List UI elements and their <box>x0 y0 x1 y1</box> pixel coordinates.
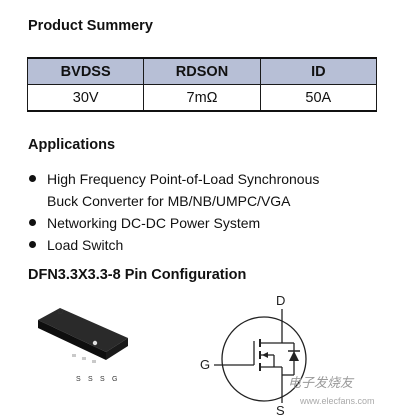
list-item-text: High Frequency Point-of-Load Synchronous <box>47 171 320 187</box>
package-front-face <box>38 320 106 360</box>
gate-label: G <box>200 357 210 372</box>
package-pin-label: S <box>76 376 81 383</box>
watermark-site: www.elecfans.com <box>300 396 375 406</box>
list-item-text: Load Switch <box>47 237 124 253</box>
product-summary-heading: Product Summery <box>28 18 153 34</box>
applications-heading: Applications <box>28 137 116 153</box>
pin-pad <box>92 360 96 363</box>
package-pin-label: G <box>112 376 117 383</box>
header-bvdss: BVDSS <box>26 57 145 85</box>
bullet-icon <box>29 175 36 182</box>
list-item: Load Switch <box>28 234 388 256</box>
bullet-icon <box>29 219 36 226</box>
header-rdson: RDSON <box>143 57 261 85</box>
package-pin-label: S <box>100 376 105 383</box>
bullet-icon <box>29 241 36 248</box>
summary-value-row: 30V 7mΩ 50A <box>26 84 378 112</box>
value-rdson: 7mΩ <box>143 84 261 112</box>
pin-config-heading: DFN3.3X3.3-8 Pin Configuration <box>28 267 247 283</box>
package-top-label: D <box>58 309 63 316</box>
product-summary-table: BVDSS RDSON ID 30V 7mΩ 50A <box>26 57 378 112</box>
symbol-circle <box>221 316 307 402</box>
source-label: S <box>276 403 285 417</box>
applications-list: High Frequency Point-of-Load Synchronous… <box>28 168 388 256</box>
drain-label: D <box>276 293 285 308</box>
list-item-text: Networking DC-DC Power System <box>47 215 261 231</box>
body-arrow-icon <box>262 352 268 358</box>
pin1-marker-icon <box>92 340 98 346</box>
diode-triangle-icon <box>289 351 299 361</box>
package-pin-label: S <box>88 376 93 383</box>
header-id: ID <box>259 57 378 85</box>
list-item: High Frequency Point-of-Load Synchronous… <box>28 168 388 212</box>
list-item-text-continued: Buck Converter for MB/NB/UMPC/VGA <box>47 193 291 209</box>
value-bvdss: 30V <box>26 84 145 112</box>
pin-pad <box>82 357 86 360</box>
watermark-text: 电子发烧友 <box>288 375 354 390</box>
summary-header-row: BVDSS RDSON ID <box>26 57 378 85</box>
mosfet-symbol: D G S <box>200 293 307 417</box>
value-id: 50A <box>259 84 378 112</box>
list-item: Networking DC-DC Power System <box>28 212 388 234</box>
pin-pad <box>72 354 76 357</box>
package-top-face <box>38 308 128 352</box>
package-side-face <box>106 338 128 360</box>
dfn-package-image: D S S S G <box>38 308 128 383</box>
